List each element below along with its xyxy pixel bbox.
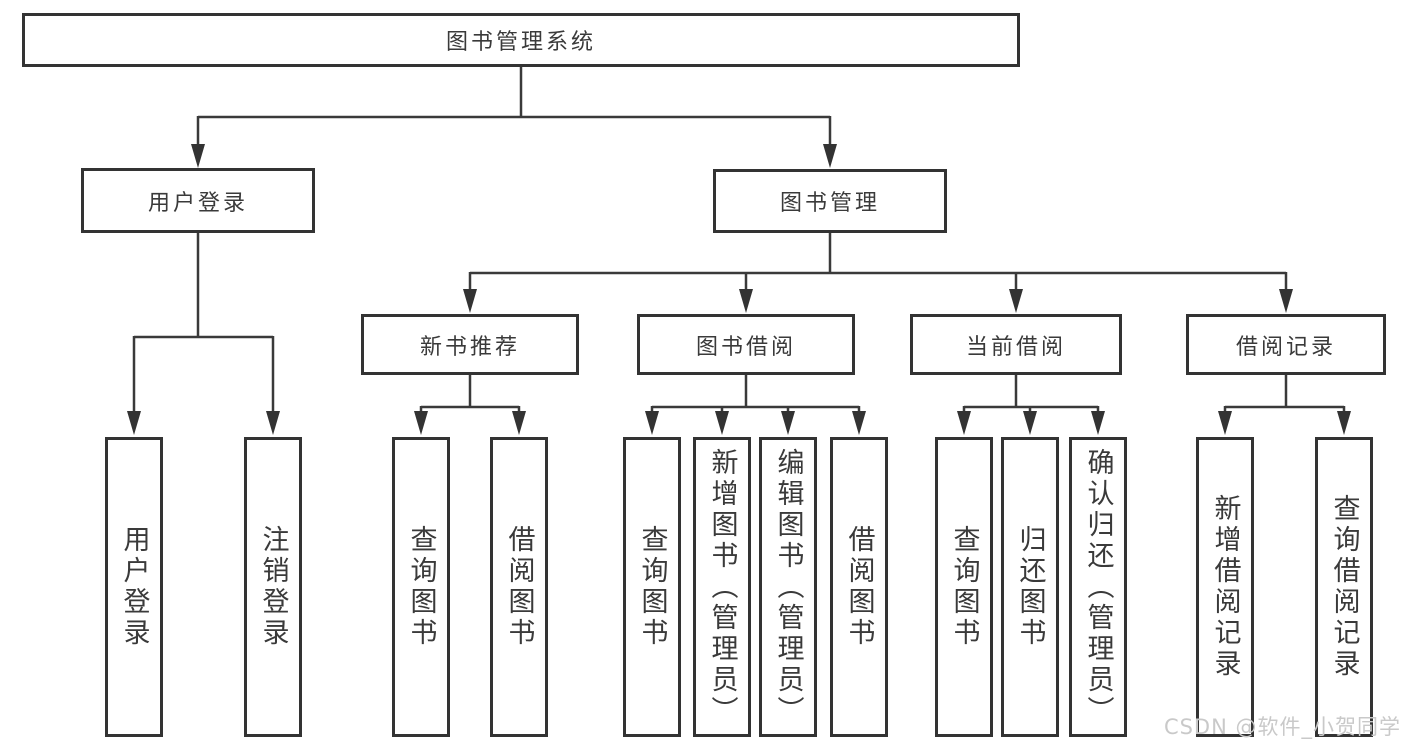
node-new-book-recommend: 新书推荐 [361, 314, 579, 375]
leaf-logout: 注销登录 [244, 437, 302, 737]
node-user-login: 用户登录 [81, 168, 315, 233]
leaf-label: 借阅图书 [503, 525, 535, 649]
leaf-label: 查询借阅记录 [1328, 494, 1360, 680]
leaf-query-borrow-record: 查询借阅记录 [1315, 437, 1373, 737]
node-label: 图书管理系统 [445, 30, 596, 55]
leaf-query-books-current: 查询图书 [935, 437, 993, 737]
leaf-label: 查询图书 [636, 525, 668, 649]
node-label: 用户登录 [147, 190, 248, 216]
leaf-label: 查询图书 [948, 525, 980, 649]
leaf-query-books-borrowing: 查询图书 [623, 437, 681, 737]
connector-current-borrow [957, 375, 1105, 435]
leaf-borrow-books-recommend: 借阅图书 [490, 437, 548, 737]
leaf-edit-books-admin: 编辑图书（管理员） [759, 437, 817, 737]
node-borrowing-records: 借阅记录 [1186, 314, 1386, 375]
leaf-label: 用户登录 [118, 525, 150, 649]
node-book-borrowing: 图书借阅 [637, 314, 855, 375]
node-current-borrowing: 当前借阅 [910, 314, 1122, 375]
leaf-borrow-books-borrowing: 借阅图书 [830, 437, 888, 737]
node-label: 当前借阅 [965, 334, 1066, 360]
leaf-label: 注销登录 [257, 525, 289, 649]
leaf-query-books-recommend: 查询图书 [392, 437, 450, 737]
node-label: 新书推荐 [419, 334, 520, 360]
connector-book-borrow [645, 375, 866, 435]
leaf-label: 查询图书 [405, 525, 437, 649]
leaf-label: 借阅图书 [843, 525, 875, 649]
leaf-label: 编辑图书（管理员） [772, 447, 804, 727]
node-label: 图书借阅 [695, 334, 796, 360]
leaf-return-books: 归还图书 [1001, 437, 1059, 737]
leaf-label: 新增借阅记录 [1209, 494, 1241, 680]
watermark: CSDN @软件_小贺同学 [1163, 715, 1401, 739]
node-label: 借阅记录 [1235, 334, 1336, 360]
leaf-label: 归还图书 [1014, 525, 1046, 649]
connector-user-login [127, 233, 280, 435]
connector-new-book [414, 375, 526, 435]
leaf-label: 确认归还（管理员） [1082, 447, 1114, 727]
leaf-add-borrow-record: 新增借阅记录 [1196, 437, 1254, 737]
leaf-add-books-admin: 新增图书（管理员） [693, 437, 751, 737]
connector-book-management [463, 233, 1293, 313]
node-library-system: 图书管理系统 [22, 13, 1020, 67]
leaf-label: 新增图书（管理员） [706, 447, 738, 727]
leaf-confirm-return-admin: 确认归还（管理员） [1069, 437, 1127, 737]
connector-records [1218, 375, 1351, 435]
leaf-user-login: 用户登录 [105, 437, 163, 737]
connector-root [191, 67, 837, 168]
node-label: 图书管理 [779, 191, 880, 216]
node-book-management: 图书管理 [713, 169, 947, 233]
